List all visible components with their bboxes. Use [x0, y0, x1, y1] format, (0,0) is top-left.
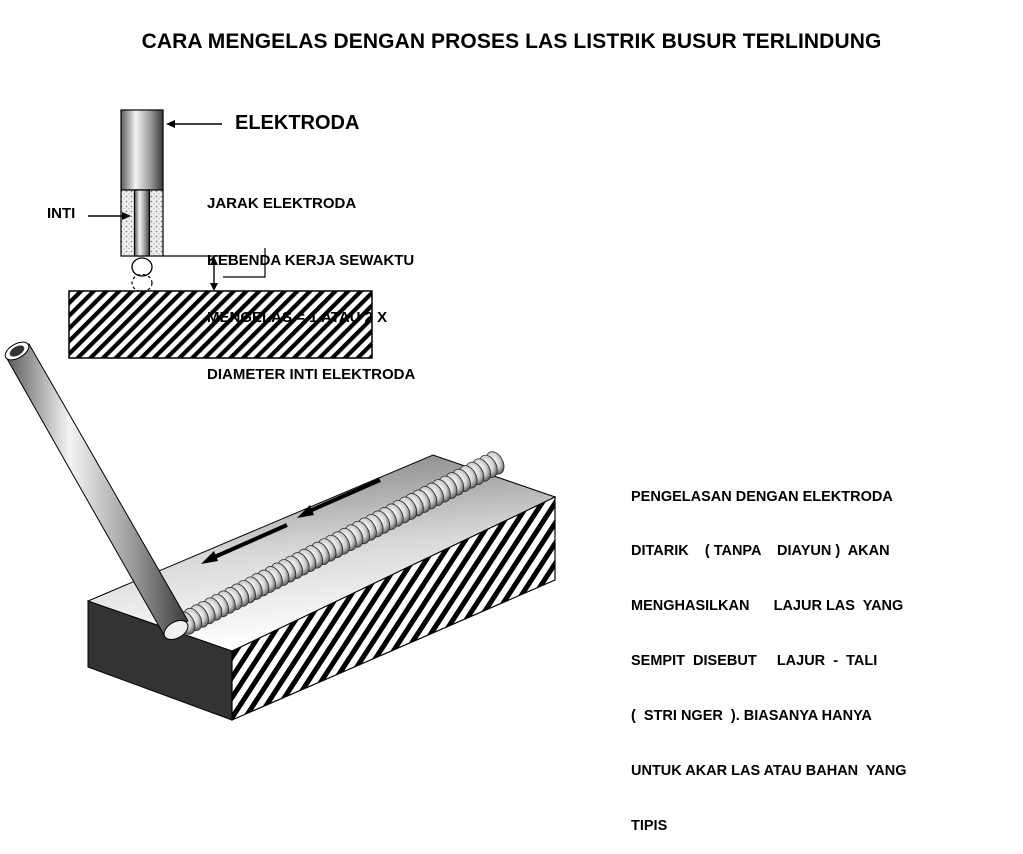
electrode-arrow-icon	[166, 120, 222, 128]
distance-note-line: JARAK ELEKTRODA	[207, 195, 357, 212]
electrode-core	[133, 189, 151, 257]
electrode-tip	[163, 620, 189, 640]
electrode-coating-body	[120, 109, 164, 191]
description-line: TIPIS	[631, 817, 668, 834]
description-line: PENGELASAN DENGAN ELEKTRODA	[631, 488, 893, 505]
distance-note-line: MENGELAS = 1 ATAU 2 X	[207, 309, 388, 326]
description-line: ( STRI NGER ). BIASANYA HANYA	[631, 708, 872, 725]
description-line: DITARIK ( TANPA DIAYUN ) AKAN	[631, 543, 890, 560]
electrode-rod-body	[5, 343, 189, 636]
electrode-label: ELEKTRODA	[235, 112, 360, 134]
core-arrow-icon	[88, 212, 131, 220]
description-line: MENGHASILKAN LAJUR LAS YANG	[631, 598, 904, 615]
arc-distance-indicator	[163, 248, 266, 291]
stringer-description: PENGELASAN DENGAN ELEKTRODA DITARIK ( TA…	[631, 451, 907, 854]
diagram-title: CARA MENGELAS DENGAN PROSES LAS LISTRIK …	[141, 30, 882, 53]
electrode-cross-section	[120, 109, 164, 293]
distance-note: JARAK ELEKTRODA KEBENDA KERJA SEWAKTU ME…	[207, 156, 415, 403]
description-line: UNTUK AKAR LAS ATAU BAHAN YANG	[631, 763, 907, 780]
core-label: INTI	[47, 205, 76, 222]
welding-direction-arrow-icon	[201, 523, 288, 564]
falling-droplet	[131, 273, 153, 293]
distance-note-line: KEBENDA KERJA SEWAKTU	[207, 252, 415, 269]
electrode-rod	[4, 341, 189, 640]
welding-diagram	[4, 109, 557, 721]
weld-bead	[176, 451, 505, 635]
distance-note-line: DIAMETER INTI ELEKTRODA	[207, 366, 416, 383]
description-line: SEMPIT DISEBUT LAJUR - TALI	[631, 653, 878, 670]
workpiece-cross-section	[68, 290, 373, 359]
molten-droplet	[131, 257, 153, 277]
welding-direction-arrow-icon	[297, 478, 381, 518]
electrode-core-end	[9, 345, 25, 357]
